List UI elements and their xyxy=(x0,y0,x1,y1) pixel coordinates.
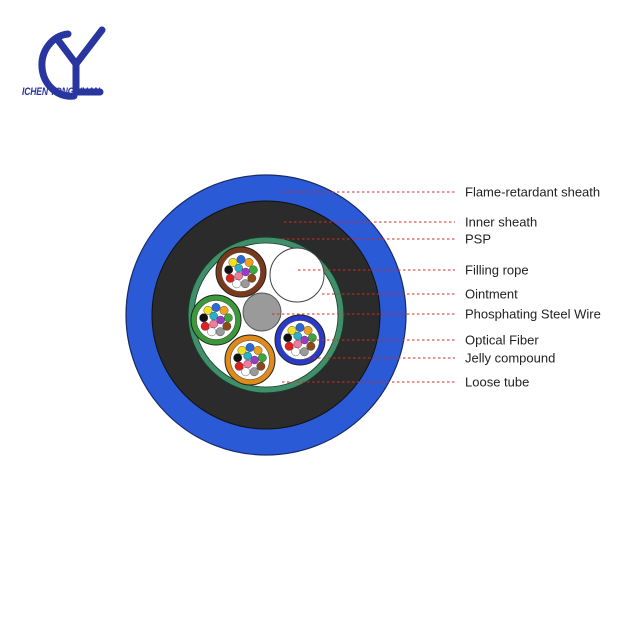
loose-tube-blue xyxy=(274,314,326,366)
cable-cross-section xyxy=(125,174,407,456)
optical-fiber xyxy=(253,346,263,355)
label-ointment: Ointment xyxy=(465,286,518,302)
optical-fiber xyxy=(243,351,252,361)
optical-fiber xyxy=(241,267,250,277)
optical-fiber xyxy=(224,265,234,275)
loose-tube-green xyxy=(190,294,242,346)
optical-fiber xyxy=(249,367,259,377)
optical-fiber xyxy=(245,343,255,352)
optical-fiber xyxy=(211,303,221,312)
brand-logo xyxy=(38,26,106,100)
optical-fiber xyxy=(222,321,232,331)
optical-fiber xyxy=(244,258,254,267)
optical-fiber xyxy=(209,311,218,321)
optical-fiber xyxy=(293,339,302,349)
label-psp: PSP xyxy=(465,231,492,247)
optical-fiber xyxy=(200,321,210,331)
optical-fiber xyxy=(303,326,313,335)
optical-fiber xyxy=(257,353,267,363)
optical-fiber xyxy=(223,313,233,323)
label-jelly-compound: Jelly compound xyxy=(465,350,556,366)
optical-fiber xyxy=(306,341,316,351)
optical-fiber xyxy=(225,273,235,283)
optical-fiber xyxy=(241,367,251,377)
label-filling-rope: Filling rope xyxy=(465,262,529,278)
optical-fiber xyxy=(215,327,225,337)
optical-fiber xyxy=(295,323,305,332)
optical-fiber xyxy=(234,263,243,273)
optical-fiber xyxy=(293,331,302,341)
label-inner-sheath: Inner sheath xyxy=(465,214,538,230)
optical-fiber xyxy=(207,327,217,337)
optical-fiber xyxy=(300,335,309,345)
brand-name: ICHEN TONG YUAN xyxy=(22,86,100,98)
optical-fiber xyxy=(209,319,218,329)
optical-fiber xyxy=(232,279,242,289)
optical-fiber xyxy=(228,258,238,267)
optical-fiber xyxy=(291,347,301,357)
optical-fiber xyxy=(256,361,266,371)
optical-fiber xyxy=(287,326,297,335)
loose-tube-orange xyxy=(224,334,276,386)
optical-fiber xyxy=(234,271,243,281)
optical-fiber xyxy=(199,313,209,323)
optical-fiber xyxy=(283,333,293,343)
optical-fiber xyxy=(234,361,244,371)
optical-fiber xyxy=(299,347,309,357)
optical-fiber xyxy=(307,333,317,343)
optical-fiber xyxy=(237,346,247,355)
label-flame-retardant-sheath: Flame-retardant sheath xyxy=(465,184,601,200)
logo-icon xyxy=(38,26,106,100)
optical-fiber xyxy=(284,341,294,351)
filling-rope xyxy=(269,247,325,303)
optical-fiber xyxy=(203,306,213,315)
loose-tube-brown xyxy=(215,246,267,298)
label-loose-tube: Loose tube xyxy=(465,374,530,390)
optical-fiber xyxy=(216,315,225,325)
optical-fiber xyxy=(236,255,246,264)
optical-fiber xyxy=(250,355,259,365)
optical-fiber xyxy=(233,353,243,363)
optical-fiber xyxy=(240,279,250,289)
label-optical-fiber: Optical Fiber xyxy=(465,332,539,348)
optical-fiber xyxy=(243,359,252,369)
label-phosphating-steel-wire: Phosphating Steel Wire xyxy=(465,306,601,322)
optical-fiber xyxy=(248,265,258,275)
optical-fiber xyxy=(247,273,257,283)
optical-fiber xyxy=(219,306,229,315)
leader-lines xyxy=(272,191,455,383)
phosphating-steel-wire xyxy=(242,292,282,332)
